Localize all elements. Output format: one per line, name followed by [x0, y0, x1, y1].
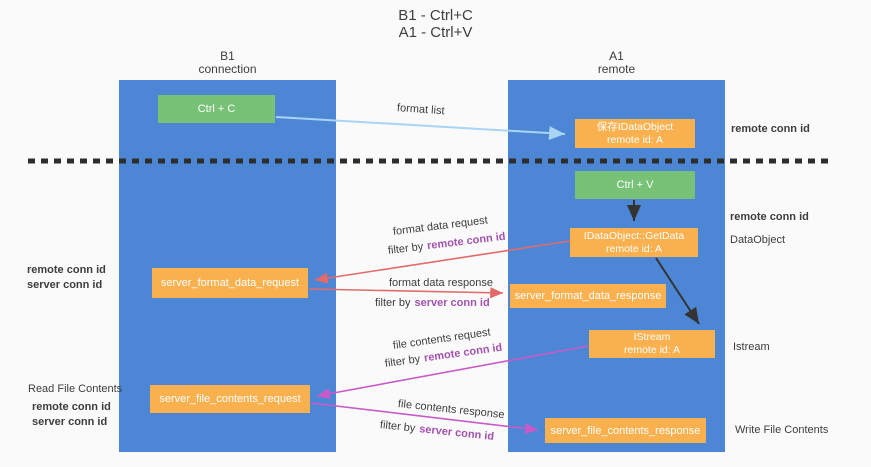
node-server-file-contents-request-label: server_file_contents_request: [159, 393, 301, 405]
arrow-format-data-request: [314, 240, 571, 284]
node-server-format-data-request-label: server_format_data_request: [160, 277, 300, 289]
arrow-format-data-response: [308, 287, 504, 299]
lane-header-b1: B1 connection: [119, 50, 336, 76]
label-server-conn-id-left-1: server conn id: [27, 279, 103, 291]
node-save-idataobject-line2: remote id: A: [606, 133, 664, 146]
node-ctrl-v: Ctrl + V: [575, 171, 695, 199]
title-line-2: A1 - Ctrl+V: [398, 24, 473, 41]
label-write-file-contents: Write File Contents: [735, 424, 829, 436]
label-remote-conn-id-left-2: remote conn id: [32, 401, 111, 413]
edge-label-format-data-response: format data response: [389, 277, 493, 289]
arrow-format-list: [275, 116, 566, 141]
label-remote-conn-id-left-1: remote conn id: [27, 264, 106, 276]
node-ctrl-v-label: Ctrl + V: [616, 179, 654, 191]
node-server-format-data-request: server_format_data_request: [152, 268, 308, 298]
arrow-file-contents-response: [310, 402, 539, 435]
node-server-format-data-response-label: server_format_data_response: [514, 290, 662, 302]
node-server-file-contents-request: server_file_contents_request: [150, 385, 310, 413]
arrow-file-contents-request: [316, 345, 589, 400]
lane-a1-name: A1: [609, 49, 624, 63]
arrow-getdata-to-istream: [655, 257, 700, 325]
node-ctrl-c-label: Ctrl + C: [197, 103, 236, 115]
server-conn-id-text: server conn id: [414, 297, 490, 309]
label-remote-conn-id-mid-right: remote conn id: [730, 211, 809, 223]
node-istream-line1: IStream: [633, 331, 671, 343]
label-remote-conn-id-top-right: remote conn id: [731, 123, 810, 135]
label-read-file-contents: Read File Contents: [28, 383, 123, 395]
label-dataobject: DataObject: [730, 234, 786, 246]
node-idataobject-getdata-line2: remote id: A: [605, 242, 663, 255]
node-save-idataobject-line1: 保存IDataObject: [596, 120, 674, 133]
node-server-file-contents-response: server_file_contents_response: [545, 418, 706, 443]
node-server-format-data-response: server_format_data_response: [510, 284, 666, 308]
node-save-idataobject: 保存IDataObject remote id: A: [575, 119, 695, 148]
node-idataobject-getdata: IDataObject::GetData remote id: A: [570, 228, 698, 257]
lane-b1-name: B1: [220, 49, 235, 63]
label-istream: Istream: [733, 341, 770, 353]
label-server-conn-id-left-2: server conn id: [32, 416, 108, 428]
lane-a1-subtitle: remote: [597, 62, 636, 76]
node-istream: IStream remote id: A: [589, 330, 715, 358]
node-idataobject-getdata-line1: IDataObject::GetData: [583, 229, 685, 242]
node-ctrl-c: Ctrl + C: [158, 95, 275, 123]
lane-header-a1: A1 remote: [508, 50, 725, 76]
node-istream-line2: remote id: A: [623, 344, 681, 356]
title-line-1: B1 - Ctrl+C: [398, 7, 473, 24]
filter-by-text: filter by: [375, 297, 411, 309]
node-server-file-contents-response-label: server_file_contents_response: [550, 424, 701, 437]
diagram-title: B1 - Ctrl+C A1 - Ctrl+V: [0, 7, 871, 41]
edge-label-format-data-response-text: format data response: [389, 277, 493, 289]
edge-label-filter-server-1: filter by server conn id: [375, 297, 490, 309]
lane-b1-subtitle: connection: [198, 62, 257, 76]
